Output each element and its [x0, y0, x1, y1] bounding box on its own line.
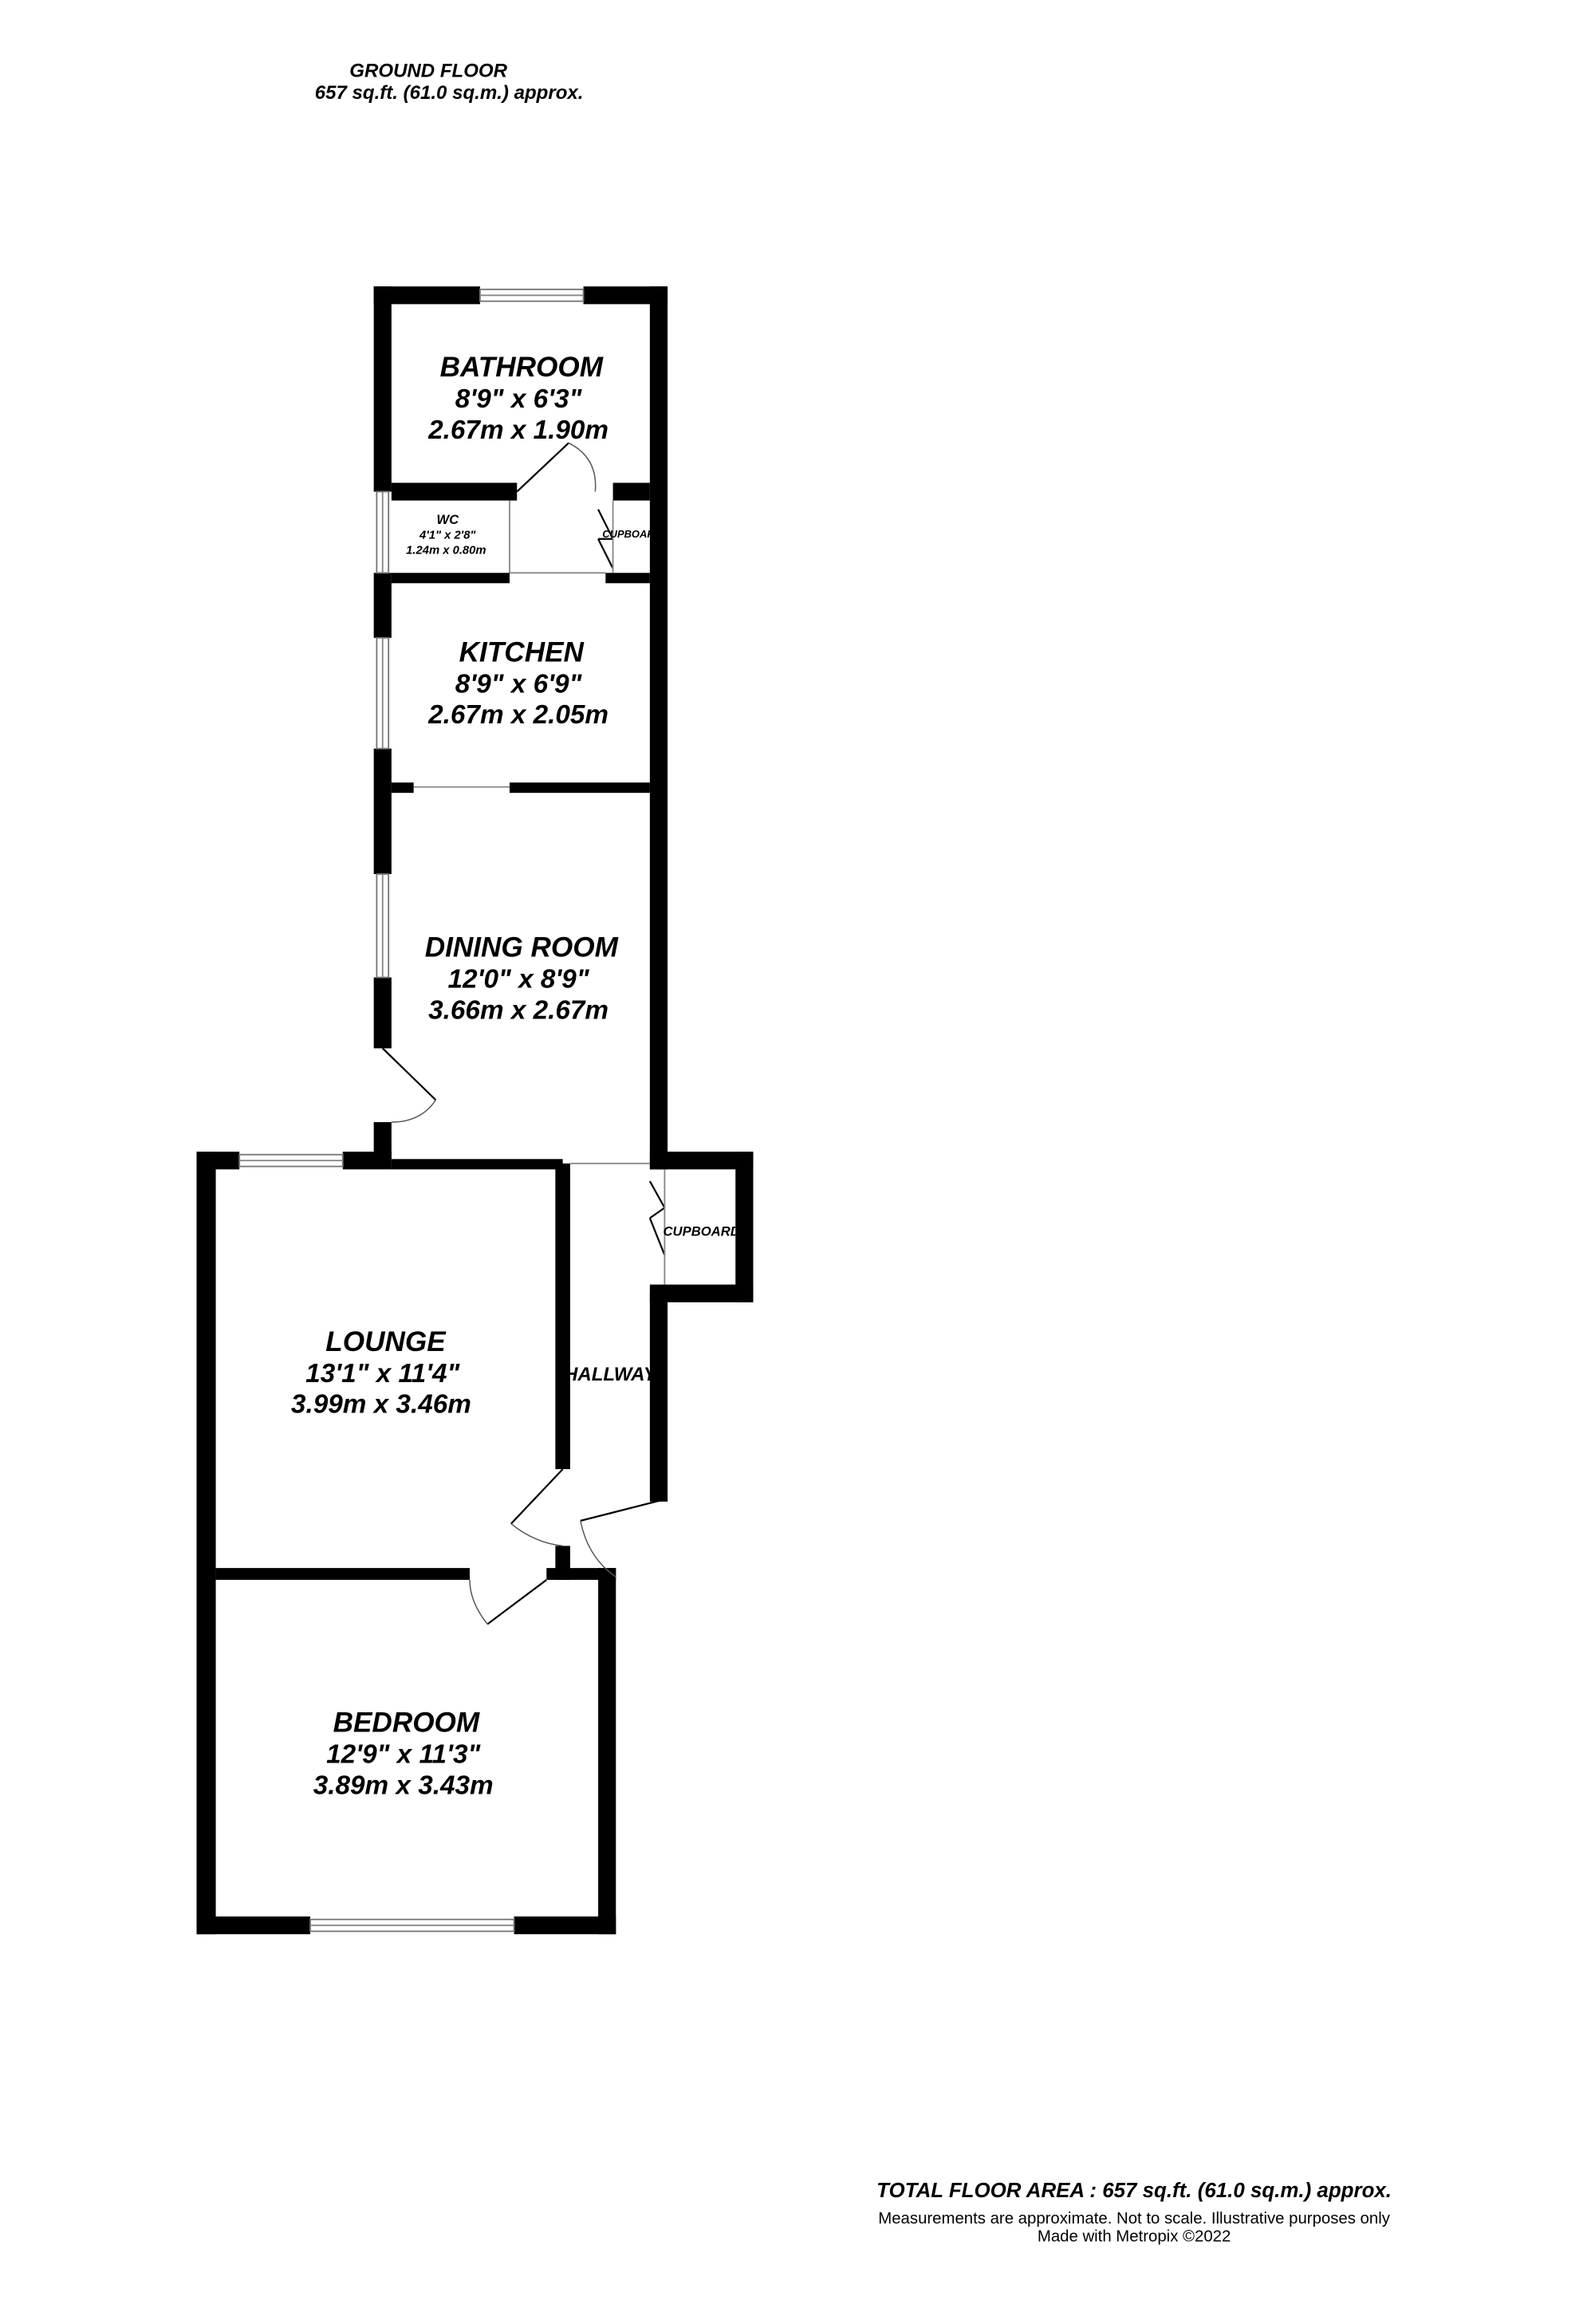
dining-metric: 3.66m x 2.67m	[428, 995, 608, 1025]
bathroom-label: BATHROOM	[440, 352, 604, 383]
kitchen-label: KITCHEN	[459, 636, 585, 668]
bathroom-imperial: 8'9" x 6'3"	[455, 384, 583, 414]
bedroom-label: BEDROOM	[333, 1708, 480, 1739]
dining-imperial: 12'0" x 8'9"	[448, 965, 590, 995]
lounge-label: LOUNGE	[325, 1326, 447, 1357]
cupboard-upper-label: CUPBOARD	[602, 528, 662, 540]
floor-title: GROUND FLOOR	[349, 60, 507, 81]
wc-metric: 1.24m x 0.80m	[406, 544, 486, 557]
bedroom-imperial: 12'9" x 11'3"	[326, 1739, 481, 1769]
disclaimer: Measurements are approximate. Not to sca…	[878, 2210, 1390, 2227]
floor-area: 657 sq.ft. (61.0 sq.m.) approx.	[315, 82, 584, 104]
windows	[238, 288, 585, 1932]
total-floor-area: TOTAL FLOOR AREA : 657 sq.ft. (61.0 sq.m…	[876, 2180, 1392, 2202]
bedroom-metric: 3.89m x 3.43m	[313, 1771, 494, 1800]
walls	[196, 286, 754, 1935]
dining-label: DINING ROOM	[425, 932, 619, 963]
doors	[382, 442, 668, 1625]
wc-label: WC	[436, 512, 459, 527]
credit: Made with Metropix ©2022	[1038, 2227, 1231, 2245]
cupboard-lower-label: CUPBOARD	[664, 1224, 740, 1239]
lounge-metric: 3.99m x 3.46m	[291, 1390, 471, 1420]
wc-imperial: 4'1" x 2'8"	[419, 530, 476, 542]
kitchen-imperial: 8'9" x 6'9"	[455, 669, 583, 699]
hallway-label: HALLWAY	[564, 1364, 658, 1385]
lounge-imperial: 13'1" x 11'4"	[305, 1359, 460, 1388]
kitchen-metric: 2.67m x 2.05m	[427, 700, 608, 730]
bathroom-metric: 2.67m x 1.90m	[427, 416, 608, 445]
